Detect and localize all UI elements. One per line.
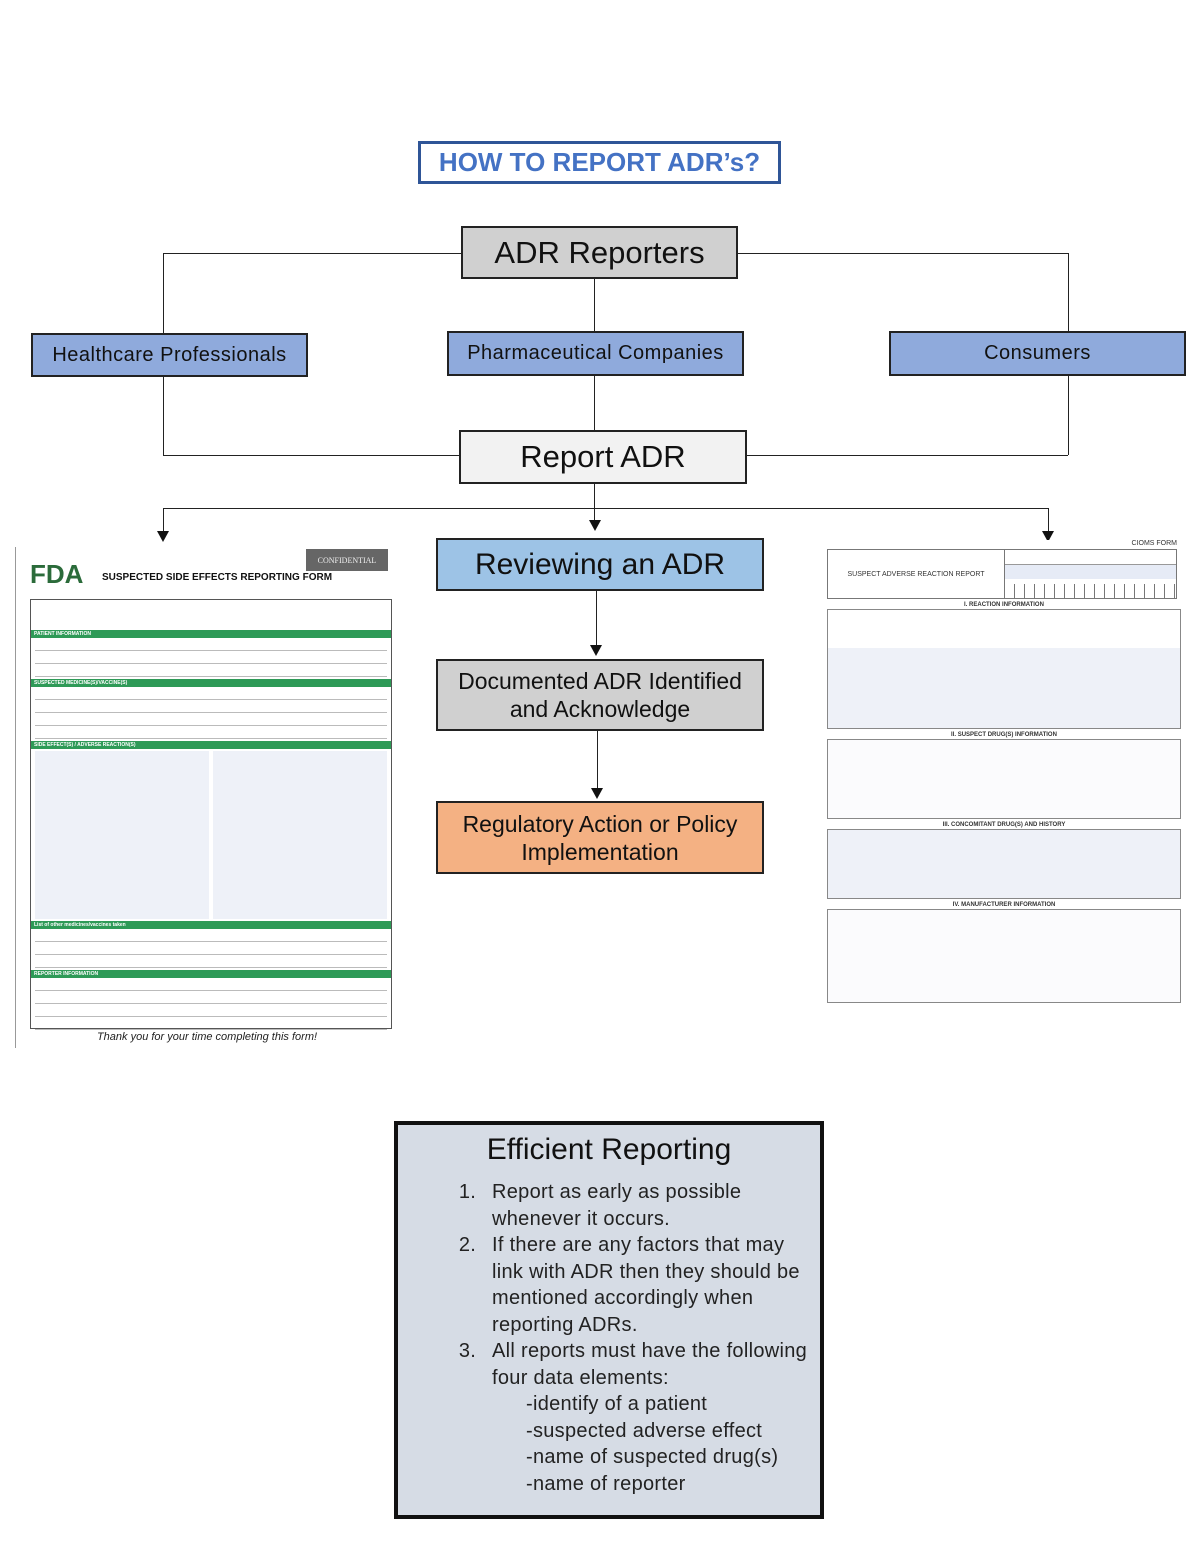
arrow-down-icon bbox=[1042, 531, 1054, 542]
node-adr-reporters: ADR Reporters bbox=[461, 226, 738, 279]
connector-line bbox=[1068, 253, 1069, 331]
node-healthcare-professionals: Healthcare Professionals bbox=[31, 333, 308, 377]
cioms-heading: SUSPECT ADVERSE REACTION REPORT bbox=[828, 550, 1005, 598]
node-regulatory-action: Regulatory Action or Policy Implementati… bbox=[436, 801, 764, 874]
efficient-reporting-box: Efficient Reporting Report as early as p… bbox=[394, 1121, 824, 1519]
form-section: PATIENT INFORMATION bbox=[31, 630, 391, 638]
page-title: HOW TO REPORT ADR’s? bbox=[418, 141, 781, 184]
connector-line bbox=[747, 455, 1068, 456]
data-element: -identify of a patient bbox=[526, 1393, 708, 1415]
connector-line bbox=[163, 377, 164, 455]
list-item: If there are any factors that may link w… bbox=[482, 1232, 812, 1338]
data-element: -name of reporter bbox=[526, 1472, 686, 1495]
arrow-down-icon bbox=[589, 520, 601, 531]
form-section: SIDE EFFECT(S) / ADVERSE REACTION(S) bbox=[31, 741, 391, 749]
cioms-form-image: CIOMS FORM SUSPECT ADVERSE REACTION REPO… bbox=[823, 540, 1185, 1030]
data-element: -suspected adverse effect bbox=[526, 1419, 763, 1442]
form-section: I. REACTION INFORMATION bbox=[964, 602, 1044, 608]
form-section: SUSPECTED MEDICINE(S)/VACCINE(S) bbox=[31, 679, 391, 687]
form-section: III. CONCOMITANT DRUG(S) AND HISTORY bbox=[942, 822, 1066, 828]
connector-line bbox=[163, 253, 461, 254]
arrow-down-icon bbox=[591, 788, 603, 799]
node-pharmaceutical-companies: Pharmaceutical Companies bbox=[447, 331, 744, 376]
form-section: List of other medicines/vaccines taken bbox=[31, 921, 391, 929]
node-documented-adr: Documented ADR Identified and Acknowledg… bbox=[436, 659, 764, 731]
fda-logo: FDA bbox=[30, 559, 84, 589]
cioms-label: CIOMS FORM bbox=[1131, 540, 1178, 547]
data-element: -name of suspected drug(s) bbox=[526, 1446, 779, 1468]
list-item-text: All reports must have the following four… bbox=[492, 1340, 808, 1389]
node-consumers: Consumers bbox=[889, 331, 1186, 376]
form-section: REPORTER INFORMATION bbox=[31, 970, 391, 978]
list-item: Report as early as possible whenever it … bbox=[482, 1179, 812, 1232]
form-footer: Thank you for your time completing this … bbox=[96, 1031, 318, 1043]
connector-line bbox=[163, 455, 459, 456]
connector-line bbox=[738, 253, 1068, 254]
connector-line bbox=[594, 279, 595, 331]
connector-line bbox=[163, 508, 164, 532]
connector-line bbox=[163, 508, 1049, 509]
node-report-adr: Report ADR bbox=[459, 430, 747, 484]
connector-line bbox=[594, 484, 595, 520]
confidential-badge: CONFIDENTIAL bbox=[306, 549, 388, 571]
node-reviewing-adr: Reviewing an ADR bbox=[436, 538, 764, 591]
form-section: II. SUSPECT DRUG(S) INFORMATION bbox=[951, 732, 1057, 738]
connector-line bbox=[1068, 376, 1069, 455]
fda-form-image: CONFIDENTIAL FDA SUSPECTED SIDE EFFECTS … bbox=[15, 547, 397, 1048]
connector-line bbox=[594, 376, 595, 430]
form-section: IV. MANUFACTURER INFORMATION bbox=[952, 902, 1056, 908]
list-item: All reports must have the following four… bbox=[482, 1338, 812, 1497]
connector-line bbox=[1048, 508, 1049, 532]
connector-line bbox=[596, 591, 597, 646]
form-heading: SUSPECTED SIDE EFFECTS REPORTING FORM bbox=[102, 572, 333, 583]
connector-line bbox=[597, 731, 598, 789]
efficient-reporting-title: Efficient Reporting bbox=[486, 1133, 732, 1166]
connector-line bbox=[163, 253, 164, 333]
arrow-down-icon bbox=[157, 531, 169, 542]
arrow-down-icon bbox=[590, 645, 602, 656]
